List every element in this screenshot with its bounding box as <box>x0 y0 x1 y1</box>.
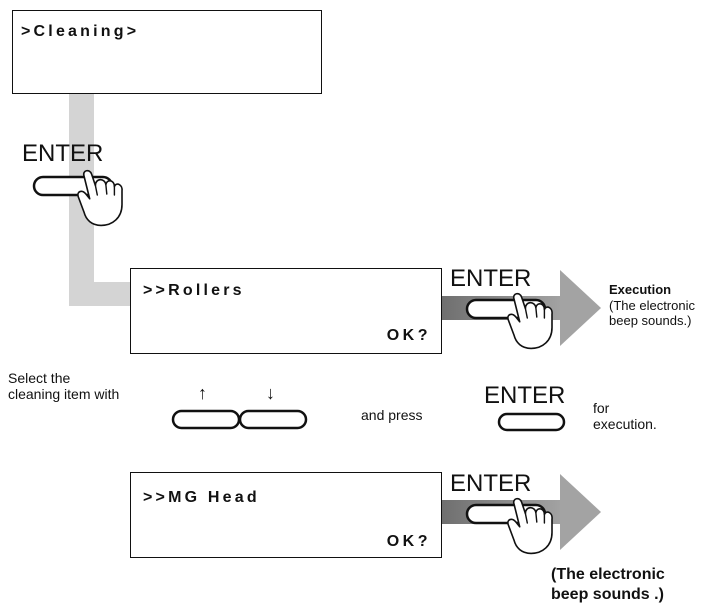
instruction-line2: cleaning item with <box>8 386 120 402</box>
up-arrow-icon: ↑ <box>198 383 207 403</box>
instruction-line1: Select the <box>8 370 71 386</box>
instruction-for: for <box>593 400 610 416</box>
lcd-screen-rollers: >>Rollers OK? <box>130 268 442 354</box>
enter-key-icon[interactable] <box>497 412 566 432</box>
lcd-screen-mghead: >>MG Head OK? <box>130 472 442 558</box>
lcd-prompt-ok: OK? <box>386 533 431 550</box>
bottom-note-line2: beep sounds .) <box>551 586 664 603</box>
execution-note-line2: beep sounds.) <box>609 313 692 328</box>
up-arrow-key-icon[interactable] <box>171 409 241 430</box>
down-arrow-icon: ↓ <box>266 383 275 403</box>
bottom-note-line1: (The electronic <box>551 566 665 583</box>
enter-label: ENTER <box>450 265 532 292</box>
execution-title: Execution <box>609 282 672 297</box>
enter-label: ENTER <box>22 140 104 167</box>
lcd-prompt-ok: OK? <box>386 327 431 344</box>
lcd-screen-cleaning: >Cleaning> <box>12 10 322 94</box>
execution-note-line1: (The electronic <box>609 298 695 313</box>
enter-label: ENTER <box>484 382 566 409</box>
lcd-text-mghead: >>MG Head <box>143 489 260 506</box>
down-arrow-key-icon[interactable] <box>238 409 308 430</box>
instruction-execution: execution. <box>593 416 657 432</box>
instruction-and-press: and press <box>361 407 423 423</box>
lcd-text-rollers: >>Rollers <box>143 282 245 299</box>
lcd-text-cleaning: >Cleaning> <box>21 23 140 40</box>
enter-label: ENTER <box>450 470 532 497</box>
